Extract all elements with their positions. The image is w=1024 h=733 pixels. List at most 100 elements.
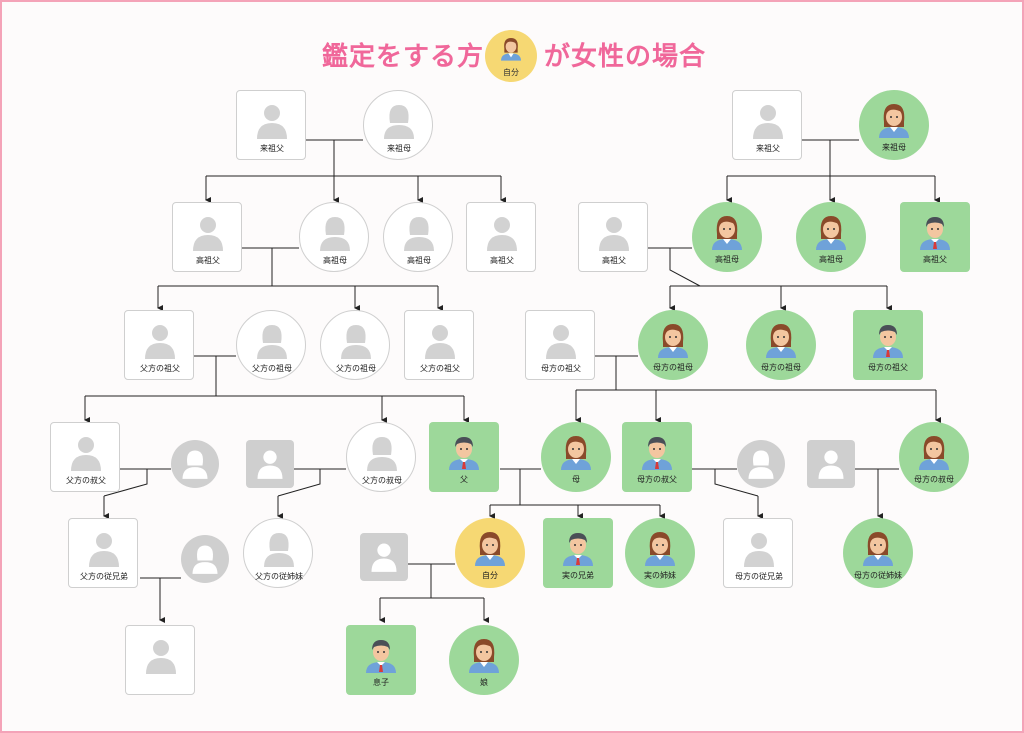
node-label: 父方の祖母: [252, 364, 292, 373]
person-silhouette-icon: [369, 539, 399, 573]
node-fu-oba: 父方の叔母: [346, 422, 416, 492]
node-label: 高祖父: [196, 256, 220, 265]
node-label: 父方の祖母: [336, 364, 376, 373]
node-sister: 実の姉妹: [625, 518, 695, 588]
node-bo-oji-spouse: [737, 440, 785, 488]
woman-icon: [876, 100, 912, 138]
node-raiso-bo-right: 来祖母: [859, 90, 929, 160]
node-bo-oba: 母方の叔母: [899, 422, 969, 492]
node-label: 高祖父: [602, 256, 626, 265]
person-silhouette-icon: [190, 213, 226, 251]
node-label: 実の兄弟: [562, 571, 594, 580]
node-label: 自分: [482, 571, 498, 580]
person-silhouette-icon: [143, 636, 179, 674]
node-self: 自分: [455, 518, 525, 588]
person-silhouette-icon: [68, 433, 104, 471]
woman-icon: [860, 528, 896, 566]
person-silhouette-icon: [484, 213, 520, 251]
node-label: 母方の従兄弟: [735, 572, 783, 581]
node-boso-fu-2: 母方の祖父: [853, 310, 923, 380]
person-silhouette-icon: [401, 213, 437, 251]
person-silhouette-icon: [741, 529, 777, 567]
node-label: 高祖父: [923, 255, 947, 264]
node-kouso-bo-right-1: 高祖母: [692, 202, 762, 272]
person-silhouette-icon: [543, 321, 579, 359]
node-kouso-fu-left-1: 高祖父: [172, 202, 242, 272]
node-kouso-bo-left-2: 高祖母: [383, 202, 453, 272]
node-raiso-fu-left: 来祖父: [236, 90, 306, 160]
node-label: 娘: [480, 678, 488, 687]
node-label: 実の姉妹: [644, 571, 676, 580]
node-fu-oji-spouse: [171, 440, 219, 488]
title-before: 鑑定をする方: [322, 42, 485, 72]
node-label: 父方の叔父: [66, 476, 106, 485]
woman-icon: [642, 528, 678, 566]
node-label: 母方の祖父: [868, 363, 908, 372]
person-silhouette-icon: [816, 446, 846, 480]
node-label: 母方の祖母: [761, 363, 801, 372]
node-raiso-fu-right: 来祖父: [732, 90, 802, 160]
man-icon: [363, 635, 399, 673]
node-fu-oji: 父方の叔父: [50, 422, 120, 492]
node-bo-itoko-m: 母方の従兄弟: [723, 518, 793, 588]
node-fu-itoko-child: [125, 625, 195, 695]
node-bo-oji: 母方の叔父: [622, 422, 692, 492]
person-silhouette-icon: [422, 321, 458, 359]
node-label: 父方の叔母: [362, 476, 402, 485]
node-label: 母方の祖母: [653, 363, 693, 372]
node-fu-itoko-m-spouse: [181, 535, 229, 583]
node-kouso-fu-left-2: 高祖父: [466, 202, 536, 272]
woman-icon: [472, 528, 508, 566]
man-icon: [639, 432, 675, 470]
node-mother: 母: [541, 422, 611, 492]
node-label: 高祖母: [715, 255, 739, 264]
node-son: 息子: [346, 625, 416, 695]
person-silhouette-icon: [190, 541, 220, 575]
node-kouso-fu-right-1: 高祖父: [578, 202, 648, 272]
node-label: 父方の祖父: [140, 364, 180, 373]
node-kouso-fu-right-2: 高祖父: [900, 202, 970, 272]
woman-icon: [558, 432, 594, 470]
node-label: 来祖母: [387, 144, 411, 153]
node-label: 母方の従姉妹: [854, 571, 902, 580]
node-brother: 実の兄弟: [543, 518, 613, 588]
self-badge: 自分: [485, 30, 537, 82]
node-kouso-bo-left-1: 高祖母: [299, 202, 369, 272]
woman-icon: [655, 320, 691, 358]
node-label: 父方の祖父: [420, 364, 460, 373]
node-bo-oba-spouse: [807, 440, 855, 488]
node-father: 父: [429, 422, 499, 492]
man-icon: [917, 212, 953, 250]
person-silhouette-icon: [317, 213, 353, 251]
self-badge-label: 自分: [503, 68, 519, 77]
node-label: 母方の叔母: [914, 475, 954, 484]
node-fu-itoko-f: 父方の従姉妹: [243, 518, 313, 588]
person-silhouette-icon: [750, 101, 786, 139]
man-icon: [870, 320, 906, 358]
title-after: が女性の場合: [544, 42, 707, 72]
node-label: 来祖母: [882, 143, 906, 152]
node-boso-bo-1: 母方の祖母: [638, 310, 708, 380]
title: 鑑定をする方 自分 が女性の場合: [0, 30, 1024, 82]
node-fu-itoko-m: 父方の従兄弟: [68, 518, 138, 588]
node-fuso-bo-1: 父方の祖母: [236, 310, 306, 380]
person-silhouette-icon: [254, 321, 290, 359]
node-fuso-bo-2: 父方の祖母: [320, 310, 390, 380]
node-kouso-bo-right-2: 高祖母: [796, 202, 866, 272]
node-label: 息子: [373, 678, 389, 687]
node-label: 母方の叔父: [637, 475, 677, 484]
node-label: 高祖母: [407, 256, 431, 265]
person-silhouette-icon: [86, 529, 122, 567]
woman-icon: [709, 212, 745, 250]
node-label: 父方の従兄弟: [80, 572, 128, 581]
person-silhouette-icon: [364, 433, 400, 471]
node-fuso-fu-2: 父方の祖父: [404, 310, 474, 380]
node-label: 父方の従姉妹: [255, 572, 303, 581]
woman-icon: [916, 432, 952, 470]
person-silhouette-icon: [381, 101, 417, 139]
woman-icon: [466, 635, 502, 673]
node-label: 母: [572, 475, 580, 484]
person-silhouette-icon: [746, 446, 776, 480]
person-silhouette-icon: [255, 446, 285, 480]
